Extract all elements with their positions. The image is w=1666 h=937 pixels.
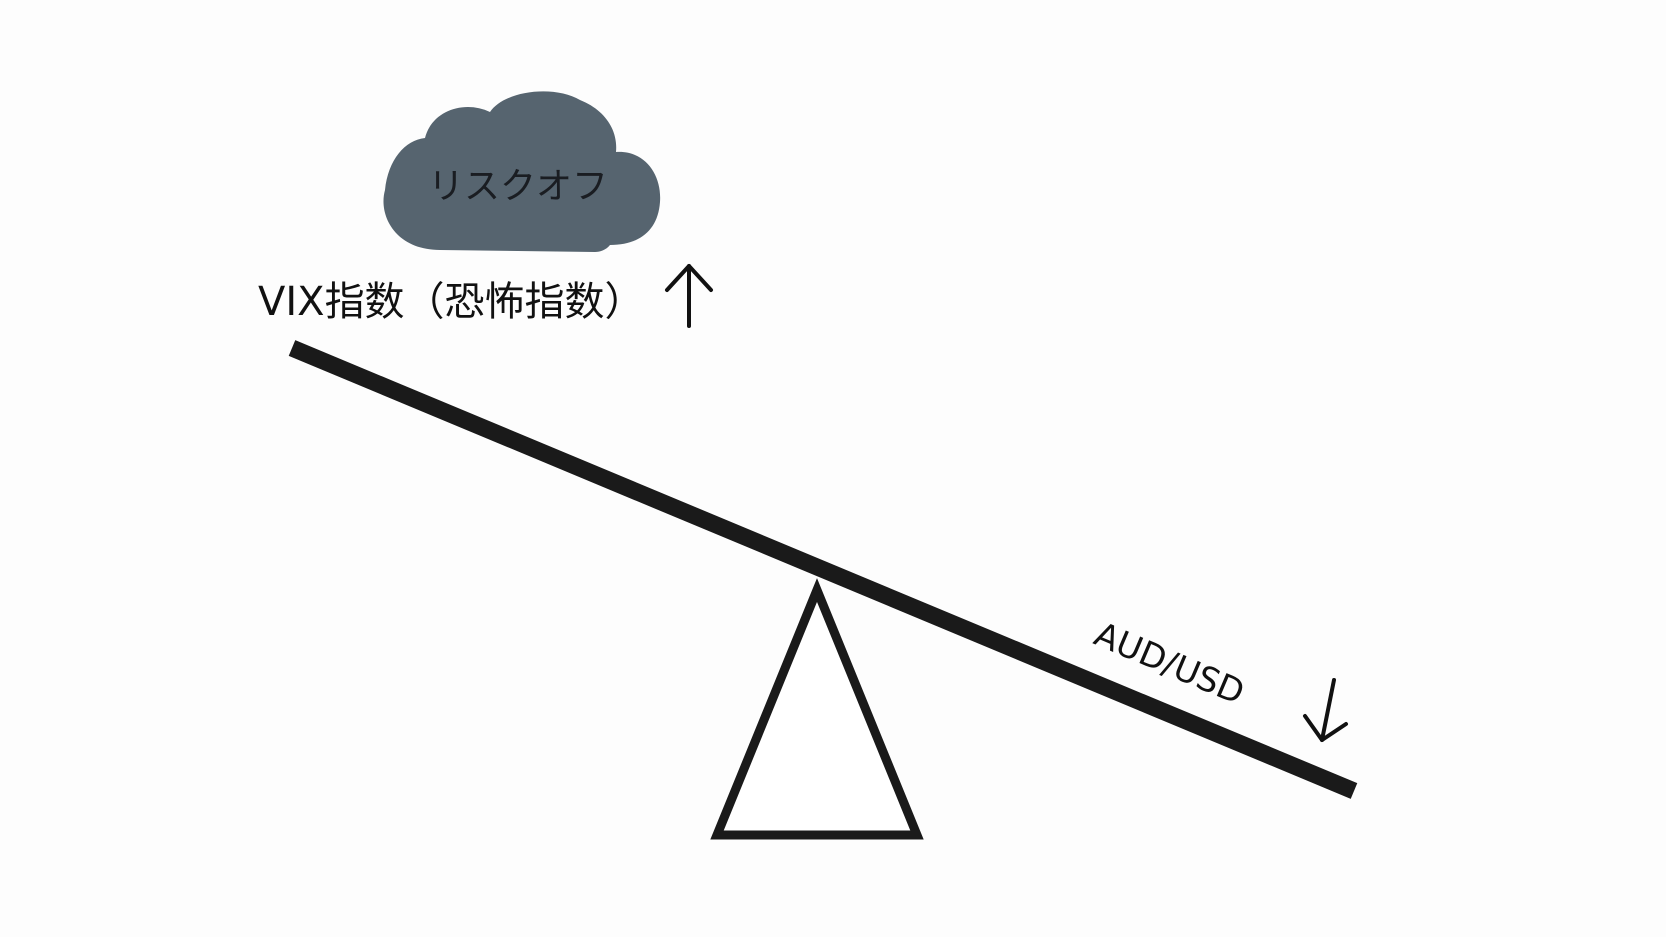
arrow-up-icon bbox=[665, 264, 713, 328]
arrow-down-icon bbox=[1303, 678, 1348, 742]
seesaw-plank bbox=[288, 340, 1358, 799]
cloud-label: リスクオフ bbox=[428, 166, 608, 207]
cloud-icon bbox=[383, 91, 661, 252]
vix-label: VIX指数（恐怖指数） bbox=[258, 279, 645, 325]
risk-off-cloud: リスクオフ bbox=[383, 91, 661, 252]
fulcrum-triangle bbox=[710, 578, 924, 840]
